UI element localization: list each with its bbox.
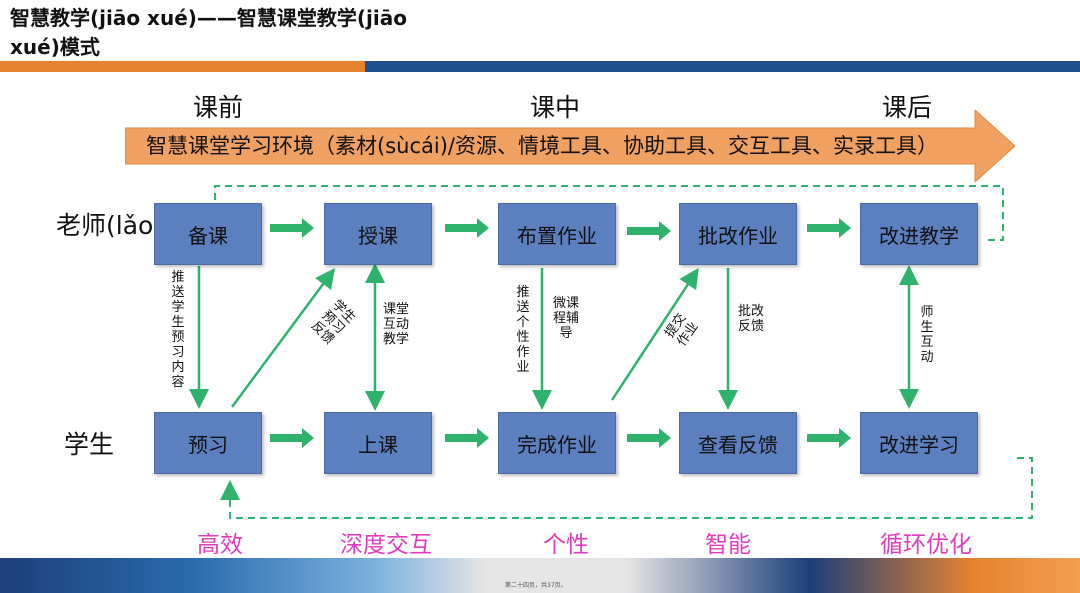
header-band-orange — [0, 61, 365, 72]
label-push-homework: 推送个性作业 — [516, 285, 530, 375]
teacher-step-teach: 授课 — [324, 203, 432, 265]
feature-cyclic-optimization: 循环优化 — [880, 532, 972, 558]
page-title: 智慧教学(jiāo xué)——智慧课堂教学(jiāo xué)模式 — [10, 6, 407, 59]
row-label-student: 学生 — [64, 430, 115, 459]
phase-after-class: 课后 — [882, 93, 933, 122]
teacher-step-assign: 布置作业 — [498, 203, 616, 265]
teacher-step-prepare: 备课 — [154, 203, 262, 265]
cross-links — [189, 263, 919, 411]
student-step-preview: 预习 — [154, 412, 262, 474]
footer-band — [0, 558, 1080, 593]
label-push-preview: 推送学生预习内容 — [171, 270, 185, 390]
student-loop — [220, 457, 1033, 519]
teacher-step-grade: 批改作业 — [679, 203, 797, 265]
label-teacher-student: 师生互动 — [920, 305, 934, 365]
environment-arrow — [125, 110, 1015, 182]
student-step-homework: 完成作业 — [498, 412, 616, 474]
student-step-feedback: 查看反馈 — [679, 412, 797, 474]
environment-label: 智慧课堂学习环境（素材(sùcái)/资源、情境工具、协助工具、交互工具、实录工… — [146, 134, 938, 158]
teacher-step-improve: 改进教学 — [860, 203, 978, 265]
phase-before-class: 课前 — [193, 93, 244, 122]
teacher-flow-arrows — [270, 218, 851, 241]
feature-deep-interaction: 深度交互 — [340, 532, 432, 558]
header-band-blue — [365, 61, 1080, 72]
label-micro-course: 微课程辅导 — [552, 296, 579, 341]
student-flow-arrows — [270, 428, 851, 448]
student-step-improve: 改进学习 — [860, 412, 978, 474]
student-step-attend: 上课 — [324, 412, 432, 474]
label-grading-feedback: 批改反馈 — [737, 304, 764, 334]
label-class-interaction: 课堂互动教学 — [382, 302, 409, 347]
feature-efficient: 高效 — [197, 532, 243, 558]
page-number: 第二十四页，共37页。 — [505, 582, 567, 589]
phase-in-class: 课中 — [530, 93, 581, 122]
feature-intelligent: 智能 — [705, 532, 751, 558]
feature-personalized: 个性 — [543, 532, 589, 558]
